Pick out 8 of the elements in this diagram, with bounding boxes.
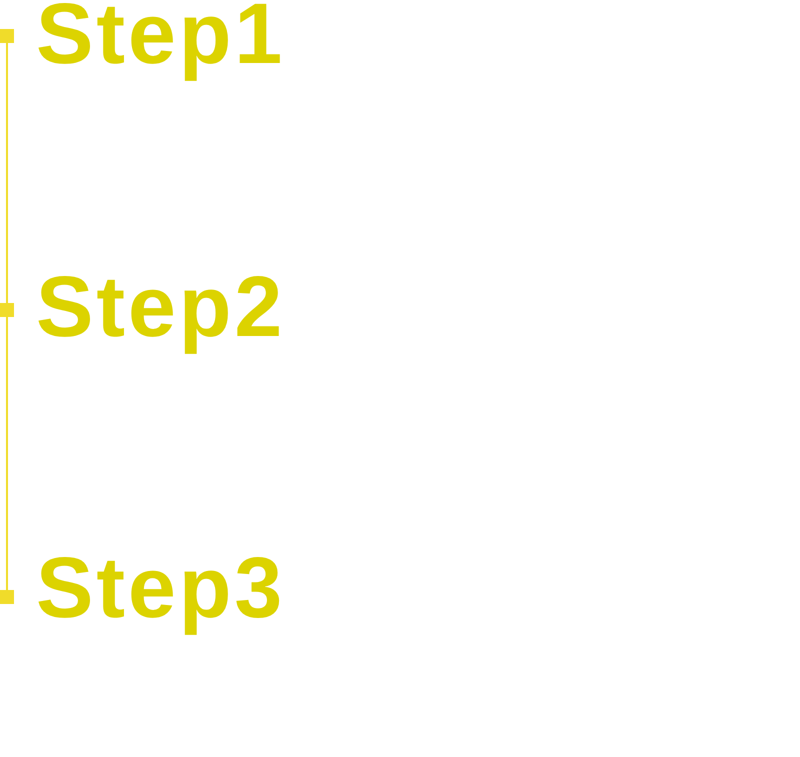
step-title: Step3 (36, 554, 286, 638)
step-title: Step2 (36, 273, 286, 357)
step-title: Step1 (36, 0, 286, 84)
step-marker (0, 590, 14, 604)
step-marker (0, 303, 14, 317)
timeline-line (6, 43, 8, 303)
step-marker (0, 29, 14, 43)
timeline-line (6, 317, 8, 590)
